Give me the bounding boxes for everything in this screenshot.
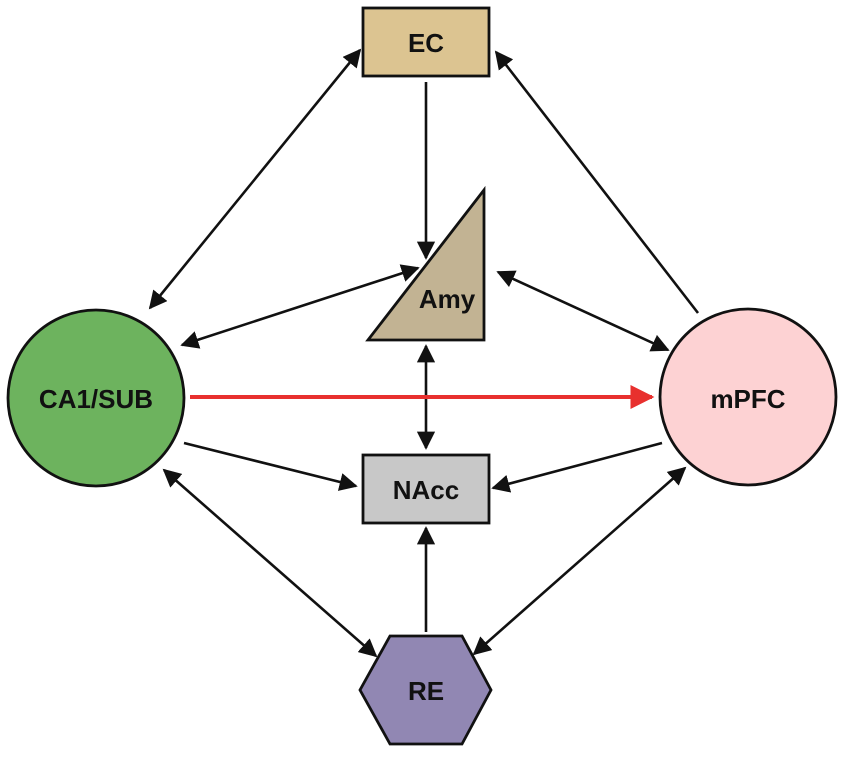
- edge-amy-to-ca1-bidirectional: [180, 264, 420, 349]
- node-ca1-sub-label: CA1/SUB: [39, 384, 153, 414]
- node-ec: EC: [361, 6, 491, 78]
- node-mpfc-label: mPFC: [710, 384, 785, 414]
- edge-mpfc-to-re-bidirectional: [472, 466, 687, 656]
- node-amy: Amy: [365, 185, 486, 342]
- edges-layer: [148, 48, 700, 658]
- node-re-hexagon: [358, 634, 493, 746]
- node-amy-label: Amy: [419, 284, 476, 314]
- edge-ca1-to-nacc: [183, 441, 358, 491]
- node-nacc: NAcc: [361, 453, 491, 525]
- node-amy-triangle: [365, 185, 486, 342]
- node-ec-box: [361, 6, 491, 78]
- edge-amy-to-mpfc-bidirectional: [496, 270, 670, 352]
- edge-mpfc-to-nacc: [491, 441, 663, 493]
- node-nacc-label: NAcc: [393, 475, 459, 505]
- node-ec-label: EC: [408, 28, 444, 58]
- node-re: RE: [358, 634, 493, 746]
- node-mpfc: mPFC: [658, 307, 838, 487]
- node-ca1-sub: CA1/SUB: [6, 308, 186, 488]
- node-ca1-sub-circle: [6, 308, 186, 488]
- node-nacc-box: [361, 453, 491, 525]
- node-re-label: RE: [408, 676, 444, 706]
- edge-ec-to-ca1-bidirectional: [148, 48, 362, 310]
- edge-mpfc-to-ec: [494, 50, 700, 314]
- edge-ca1-to-re-bidirectional: [162, 468, 378, 658]
- node-mpfc-circle: [658, 307, 838, 487]
